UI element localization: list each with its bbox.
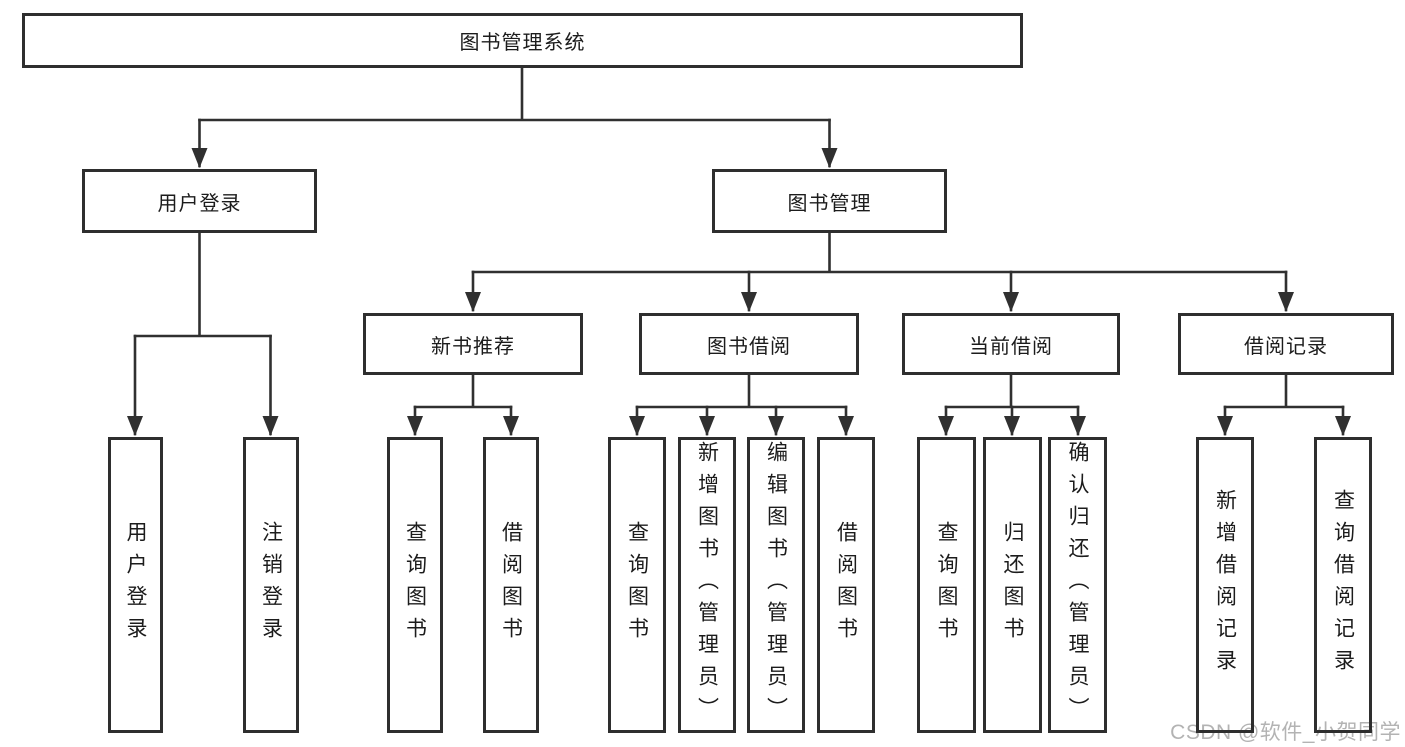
leaf-query-borrow-record: 查询借阅记录 [1314,437,1372,733]
node-label: 新增借阅记录 [1213,489,1237,681]
node-label: 查询借阅记录 [1331,489,1355,681]
node-label: 图书管理系统 [459,32,586,54]
node-label: 编辑图书（管理员） [764,441,788,729]
node-label: 确认归还（管理员） [1066,441,1089,729]
leaf-query-books-current: 查询图书 [917,437,976,733]
node-label: 借阅图书 [499,521,523,649]
leaf-user-login: 用户登录 [108,437,163,733]
node-user-login-branch: 用户登录 [82,169,317,233]
leaf-query-books-borrowing: 查询图书 [608,437,666,733]
node-label: 新书推荐 [431,335,515,358]
csdn-watermark: CSDN @软件_小贺同学 [1170,721,1401,744]
leaf-logout: 注销登录 [243,437,299,733]
node-label: 当前借阅 [969,335,1053,358]
leaf-add-books-admin: 新增图书（管理员） [678,437,736,733]
node-label: 图书借阅 [707,335,791,358]
node-book-management-branch: 图书管理 [712,169,947,233]
leaf-borrow-books-recommend: 借阅图书 [483,437,539,733]
node-label: 归还图书 [1001,521,1024,649]
node-label: 新增图书（管理员） [695,441,719,729]
node-borrowing-records: 借阅记录 [1178,313,1394,375]
node-label: 查询图书 [403,521,427,649]
node-label: 图书管理 [787,192,872,215]
node-current-borrowing: 当前借阅 [902,313,1120,375]
node-label: 查询图书 [625,521,649,649]
leaf-confirm-return-admin: 确认归还（管理员） [1048,437,1107,733]
node-label: 借阅记录 [1244,335,1328,358]
node-new-book-recommendation: 新书推荐 [363,313,583,375]
node-label: 查询图书 [935,521,958,649]
node-label: 注销登录 [259,521,283,649]
node-book-borrowing: 图书借阅 [639,313,859,375]
leaf-edit-books-admin: 编辑图书（管理员） [747,437,805,733]
leaf-return-books: 归还图书 [983,437,1042,733]
node-label: 用户登录 [157,192,242,215]
node-label: 用户登录 [124,521,147,649]
leaf-query-books-recommend: 查询图书 [387,437,443,733]
node-label: 借阅图书 [834,521,858,649]
node-library-management-system: 图书管理系统 [22,13,1023,68]
leaf-add-borrow-record: 新增借阅记录 [1196,437,1254,733]
leaf-borrow-books: 借阅图书 [817,437,875,733]
